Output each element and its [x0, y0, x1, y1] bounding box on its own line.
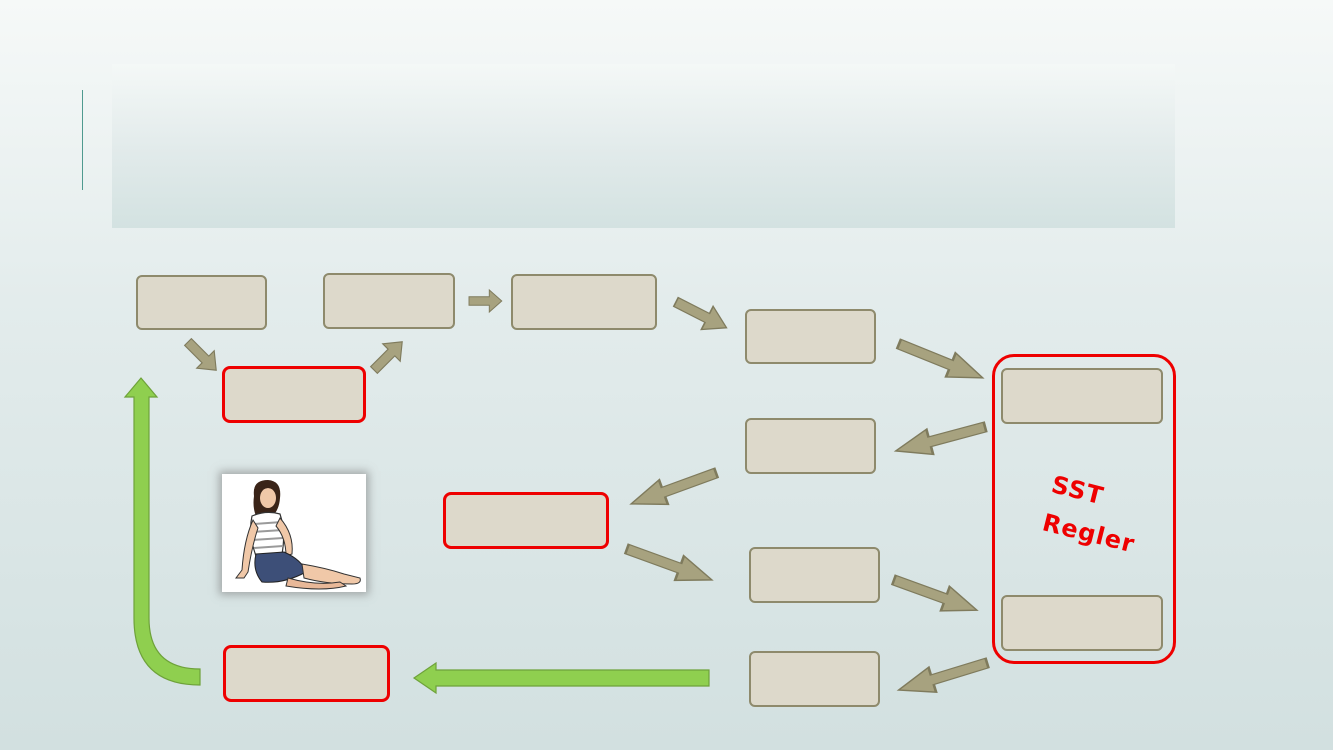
arrow-up-right	[364, 332, 412, 380]
title-accent-line	[82, 90, 83, 190]
woman-picture	[222, 474, 366, 592]
woman-sitting-icon	[235, 480, 361, 590]
process-box-9	[749, 547, 880, 603]
process-box-4	[511, 274, 657, 330]
process-box-7	[745, 418, 876, 474]
green-arrow-left	[412, 661, 710, 695]
title-bar	[112, 64, 1175, 228]
arrow-right-down	[621, 535, 718, 594]
arrow-right-down	[892, 330, 989, 392]
process-box-3	[323, 273, 455, 329]
arrow-down-right	[178, 332, 226, 380]
process-box-2-highlighted	[222, 366, 366, 423]
process-box-10	[1001, 595, 1163, 651]
process-box-1	[136, 275, 267, 330]
arrow-left-down	[625, 459, 722, 518]
arrow-left-down	[893, 649, 993, 704]
process-box-12-highlighted	[223, 645, 390, 702]
arrow-right-down	[669, 289, 734, 341]
process-box-5	[745, 309, 876, 364]
process-box-11	[749, 651, 880, 707]
process-box-6	[1001, 368, 1163, 424]
process-box-8-highlighted	[443, 492, 609, 549]
arrow-right	[468, 289, 503, 313]
arrow-right-down	[888, 566, 983, 624]
arrow-left	[891, 413, 990, 465]
sst-rule-group	[992, 354, 1176, 664]
green-arrow-up-curve	[123, 377, 201, 686]
